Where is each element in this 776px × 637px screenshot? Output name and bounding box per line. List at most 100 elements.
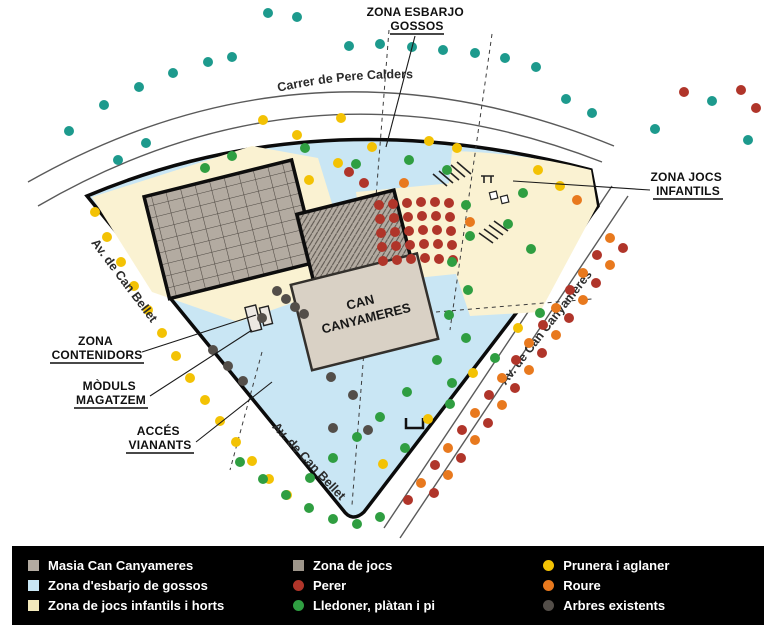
legend-item: Roure [543, 578, 764, 593]
perer-tree-dot [404, 226, 414, 236]
roure-tree-dot [443, 470, 453, 480]
legend-label: Zona de jocs infantils i horts [48, 598, 225, 613]
legend-label: Roure [563, 578, 601, 593]
callout-zona-jocs-infantils: ZONA JOCS INFANTILS [512, 170, 726, 200]
roure-tree-dot [470, 408, 480, 418]
lledoner-platan-pi-tree-dot [235, 457, 245, 467]
lledoner-platan-pi-tree-dot [461, 333, 471, 343]
prunera-aglaner-tree-dot [90, 207, 100, 217]
arbres-existents-tree-dot [328, 423, 338, 433]
prunera-aglaner-tree-dot [185, 373, 195, 383]
leader-line [149, 329, 253, 397]
perer-tree-dot [446, 226, 456, 236]
perer-tree-dot [402, 198, 412, 208]
prunera-aglaner-tree-dot [200, 395, 210, 405]
lledoner-platan-pi-tree-dot [227, 151, 237, 161]
lledoner-platan-pi-carrer-tree-dot [587, 108, 597, 118]
prunera-aglaner-tree-dot [367, 142, 377, 152]
perer-tree-dot [420, 253, 430, 263]
prunera-aglaner-tree-dot [555, 181, 565, 191]
perer-tree-dot [405, 240, 415, 250]
legend-label: Lledoner, plàtan i pi [312, 598, 436, 613]
lledoner-platan-pi-tree-dot [402, 387, 412, 397]
perer-tree-dot [377, 242, 387, 252]
lledoner-platan-pi-tree-dot [535, 308, 545, 318]
lledoner-platan-pi-carrer-tree-dot [650, 124, 660, 134]
lledoner-platan-pi-carrer-tree-dot [134, 82, 144, 92]
prunera-aglaner-tree-dot [102, 232, 112, 242]
lledoner-platan-pi-tree-dot [375, 512, 385, 522]
lledoner-platan-pi-carrer-tree-dot [470, 48, 480, 58]
perer-tree-dot [456, 453, 466, 463]
picnic-table-icon [481, 175, 494, 183]
lledoner-platan-pi-tree-dot [526, 244, 536, 254]
roure-tree-dot [578, 268, 588, 278]
arbres-existents-tree-dot [223, 361, 233, 371]
perer-tree-dot [484, 390, 494, 400]
arbres-existents-tree-dot [290, 302, 300, 312]
perer-tree-dot [430, 197, 440, 207]
prunera-aglaner-tree-dot [247, 456, 257, 466]
fence-marks [432, 161, 509, 244]
legend-label: Perer [312, 578, 347, 593]
prunera-aglaner-tree-dot [143, 305, 153, 315]
lledoner-platan-pi-tree-dot [447, 257, 457, 267]
lledoner-platan-pi-carrer-tree-dot [263, 8, 273, 18]
perer-tree-dot [444, 198, 454, 208]
legend-item: Masia Can Canyameres [28, 558, 293, 573]
legend-swatch-circle [543, 580, 555, 591]
perer-tree-dot [406, 254, 416, 264]
callout-acces-vianants: ACCÉS VIANANTS [126, 381, 273, 454]
perer-tree-dot [403, 495, 413, 505]
legend-item: Zona de jocs [292, 558, 543, 573]
lledoner-platan-pi-tree-dot [445, 399, 455, 409]
lledoner-platan-pi-carrer-tree-dot [531, 62, 541, 72]
perer-tree-dot [434, 254, 444, 264]
roure-tree-dot [497, 373, 507, 383]
perer-tree-dot [457, 425, 467, 435]
legend-swatch-circle [292, 580, 304, 591]
prunera-aglaner-tree-dot [171, 351, 181, 361]
jocs-structure [488, 190, 499, 201]
leader-line [141, 314, 257, 353]
prunera-aglaner-tree-dot [116, 257, 126, 267]
perer-tree-dot [390, 227, 400, 237]
perer-tree-dot [510, 383, 520, 393]
perer-tree-dot [388, 199, 398, 209]
lledoner-platan-pi-carrer-tree-dot [344, 41, 354, 51]
lledoner-platan-pi-tree-dot [258, 474, 268, 484]
perer-tree-dot [378, 256, 388, 266]
legend-item: Prunera i aglaner [543, 558, 764, 573]
prunera-aglaner-tree-dot [304, 175, 314, 185]
legend-label: Masia Can Canyameres [48, 558, 194, 573]
perer-tree-dot [751, 103, 761, 113]
prunera-aglaner-tree-dot [157, 328, 167, 338]
lledoner-platan-pi-tree-dot [465, 231, 475, 241]
lledoner-platan-pi-carrer-tree-dot [500, 53, 510, 63]
legend-swatch-circle [292, 600, 304, 611]
zona-jocs-infantils-right [444, 151, 597, 316]
tree-dots [64, 8, 761, 529]
lledoner-platan-pi-tree-dot [200, 163, 210, 173]
lledoner-platan-pi-tree-dot [400, 443, 410, 453]
lledoner-platan-pi-tree-dot [352, 432, 362, 442]
lledoner-platan-pi-tree-dot [442, 165, 452, 175]
roure-tree-dot [524, 338, 534, 348]
legend-item: Lledoner, plàtan i pi [292, 598, 543, 613]
callout-label: ZONA JOCS INFANTILS [651, 170, 726, 198]
perer-tree-dot [433, 239, 443, 249]
prunera-aglaner-tree-dot [423, 414, 433, 424]
lledoner-platan-pi-carrer-tree-dot [113, 155, 123, 165]
roure-tree-dot [443, 443, 453, 453]
site-details [404, 161, 510, 430]
perer-tree-dot [432, 225, 442, 235]
lledoner-platan-pi-carrer-tree-dot [141, 138, 151, 148]
prunera-aglaner-tree-dot [533, 165, 543, 175]
lledoner-platan-pi-tree-dot [404, 155, 414, 165]
callout-zona-esbarjo-gossos: ZONA ESBARJO GOSSOS [367, 5, 464, 148]
perer-tree-dot [564, 313, 574, 323]
legend-swatch-circle [543, 560, 555, 571]
prunera-aglaner-tree-dot [333, 158, 343, 168]
